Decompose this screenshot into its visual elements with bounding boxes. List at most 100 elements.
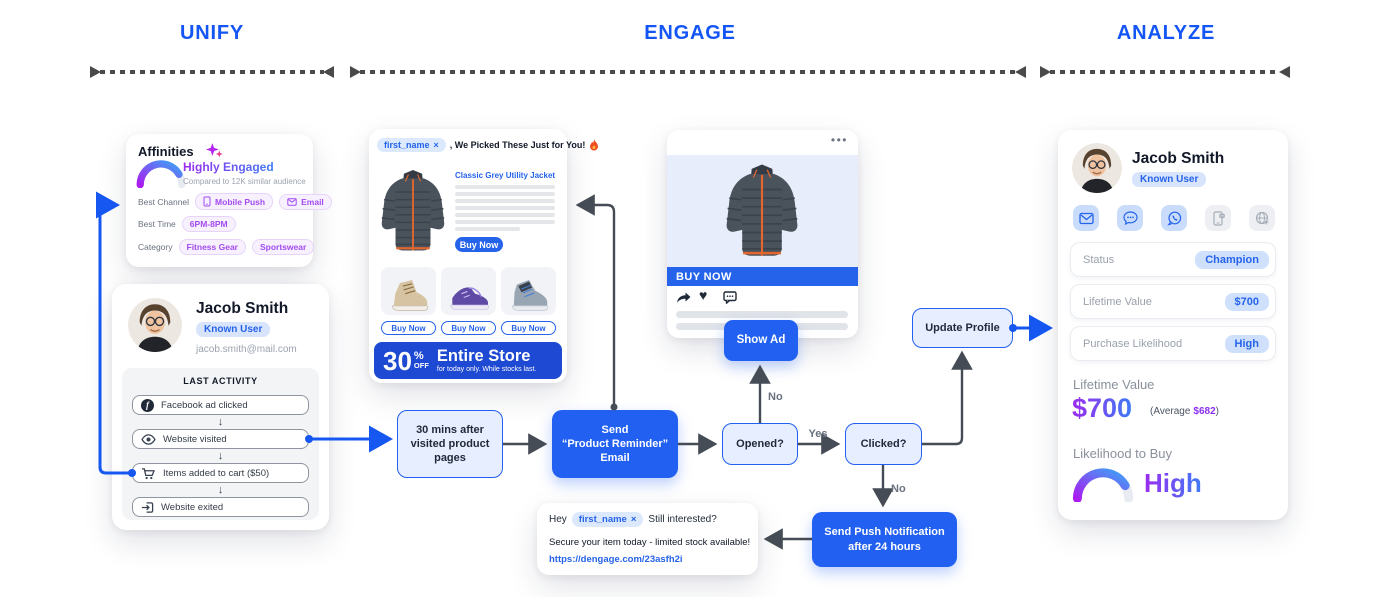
yes-label: Yes [809,428,828,440]
stat-label: Lifetime Value [1083,295,1152,308]
close-icon[interactable]: × [630,514,637,525]
flow-node-opened[interactable]: Opened? [722,423,798,465]
avg-prefix: (Average [1150,406,1191,417]
best-channel-label: Best Channel [138,196,190,207]
customer-profile-card: Jacob Smith Known User jacob.smith@mail.… [112,284,329,530]
avatar [128,298,182,352]
email-subject-row: first_name× , We Picked These Just for Y… [377,138,599,152]
jacket-product-image [375,167,451,255]
send-email-line2: “Product Reminder” [561,437,669,450]
discount-banner: 30 % OFF Entire Store for today only. Wh… [374,342,562,379]
cart-icon [142,467,155,479]
flow-node-trigger[interactable]: 30 mins after visited product pages [397,410,503,478]
activity-label: Website visited [163,433,227,445]
affinities-card: Affinities Highly Engaged Compared to 12… [126,134,332,267]
analyze-profile-card: Jacob Smith Known User Status Champion L… [1058,130,1288,520]
heart-icon[interactable]: ♥ [699,287,708,303]
flow-node-clicked[interactable]: Clicked? [845,423,922,465]
email-channel-icon[interactable] [1073,205,1099,231]
product-tile-3[interactable] [501,267,556,315]
mobile-push-icon [203,196,211,207]
push-body: Secure your item today - limited stock a… [549,537,751,548]
web-channel-icon[interactable] [1249,205,1275,231]
buy-now-outline-button[interactable]: Buy Now [501,321,556,335]
sparkle-icon [206,143,223,158]
stat-row-status: Status Champion [1070,242,1276,277]
activity-label: Facebook ad clicked [161,399,248,411]
banner-subline: for today only. While stocks last. [436,365,537,373]
placeholder-line [676,311,848,318]
avatar [1072,143,1122,193]
stat-label: Purchase Likelihood [1083,337,1183,350]
flow-node-send-email[interactable]: Send “Product Reminder” Email [552,410,678,478]
whatsapp-channel-icon[interactable] [1161,205,1187,231]
ellipsis-menu-icon[interactable]: ••• [830,133,848,147]
connector-send-to-email-preview [575,194,616,410]
placeholder-line [455,192,555,196]
status-badge: Champion [1195,250,1269,269]
fire-emoji-icon [590,139,599,151]
category-pill-fitness: Fitness Gear [178,239,246,255]
best-time-label: Best Time [138,219,176,229]
likelihood-value: High [1144,468,1202,498]
facebook-icon: f [141,398,154,412]
activity-item-website-exited: Website exited [132,497,309,517]
product-tile-2[interactable] [441,267,496,315]
push-channel-icon[interactable] [1205,205,1231,231]
best-time-row: Best Time 6PM-8PM [138,216,236,232]
ad-buy-now-bar[interactable]: BUY NOW [667,267,858,286]
push-header-row: Hey first_name× Still interested? [549,512,717,527]
no-label-opened: No [768,391,783,403]
channel-pill-email: Email [279,193,332,210]
push-greeting: Hey [549,514,567,525]
discount-value: 30 [383,345,412,376]
customer-name: Jacob Smith [196,300,289,317]
likelihood-gauge [1072,468,1134,502]
exit-icon [141,501,154,513]
buy-now-outline-button[interactable]: Buy Now [441,321,496,335]
comment-icon[interactable] [723,291,737,304]
buy-now-outline-button[interactable]: Buy Now [381,321,436,335]
close-icon[interactable]: × [433,140,439,150]
push-link[interactable]: https://dengage.com/23asfh2i [549,554,683,565]
segment-comparison: Compared to 12K similar audience [183,177,306,186]
share-icon[interactable] [676,292,691,304]
placeholder-line [455,199,555,203]
flow-node-send-push[interactable]: Send Push Notification after 24 hours [812,512,957,567]
affinities-title: Affinities [138,144,194,159]
ad-preview-card: ••• BUY NOW ♥ [667,130,858,338]
personalization-tag: first_name× [571,512,644,527]
show-ad-button[interactable]: Show Ad [724,320,798,361]
send-email-line3: Email [600,452,630,465]
flow-node-update-profile[interactable]: Update Profile [912,308,1013,348]
push-question: Still interested? [648,514,717,525]
engagement-gauge [136,160,186,188]
email-icon [287,197,297,206]
placeholder-line [455,227,520,231]
best-time-pill: 6PM-8PM [181,216,236,232]
pill-label: Mobile Push [215,196,266,207]
placeholder-line [455,206,555,210]
activity-item-website-visited: Website visited [132,429,309,449]
eye-icon [141,433,156,445]
buy-now-button[interactable]: Buy Now [455,237,503,252]
ltv-average: (Average $682 ) [1150,406,1219,417]
avg-suffix: ) [1215,406,1219,417]
tag-label: first_name [578,514,627,525]
tag-label: first_name [384,140,430,150]
discount-off: OFF [413,361,429,371]
known-user-badge: Known User [196,322,271,337]
stat-row-purchase-likelihood: Purchase Likelihood High [1070,326,1276,361]
category-label: Category [138,242,173,252]
step-arrow: ↓ [217,450,224,462]
purple-sneaker-image [446,277,492,315]
product-tile-1[interactable] [381,267,436,315]
jacket-ad-image [719,159,805,263]
sms-channel-icon[interactable] [1117,205,1143,231]
gray-sneaker-image [506,277,552,315]
last-activity-panel: LAST ACTIVITY f Facebook ad clicked ↓ Web… [122,368,319,520]
last-activity-title: LAST ACTIVITY [183,376,258,386]
avg-value: $682 [1193,406,1216,417]
stage-label-unify: UNIFY [180,22,244,44]
